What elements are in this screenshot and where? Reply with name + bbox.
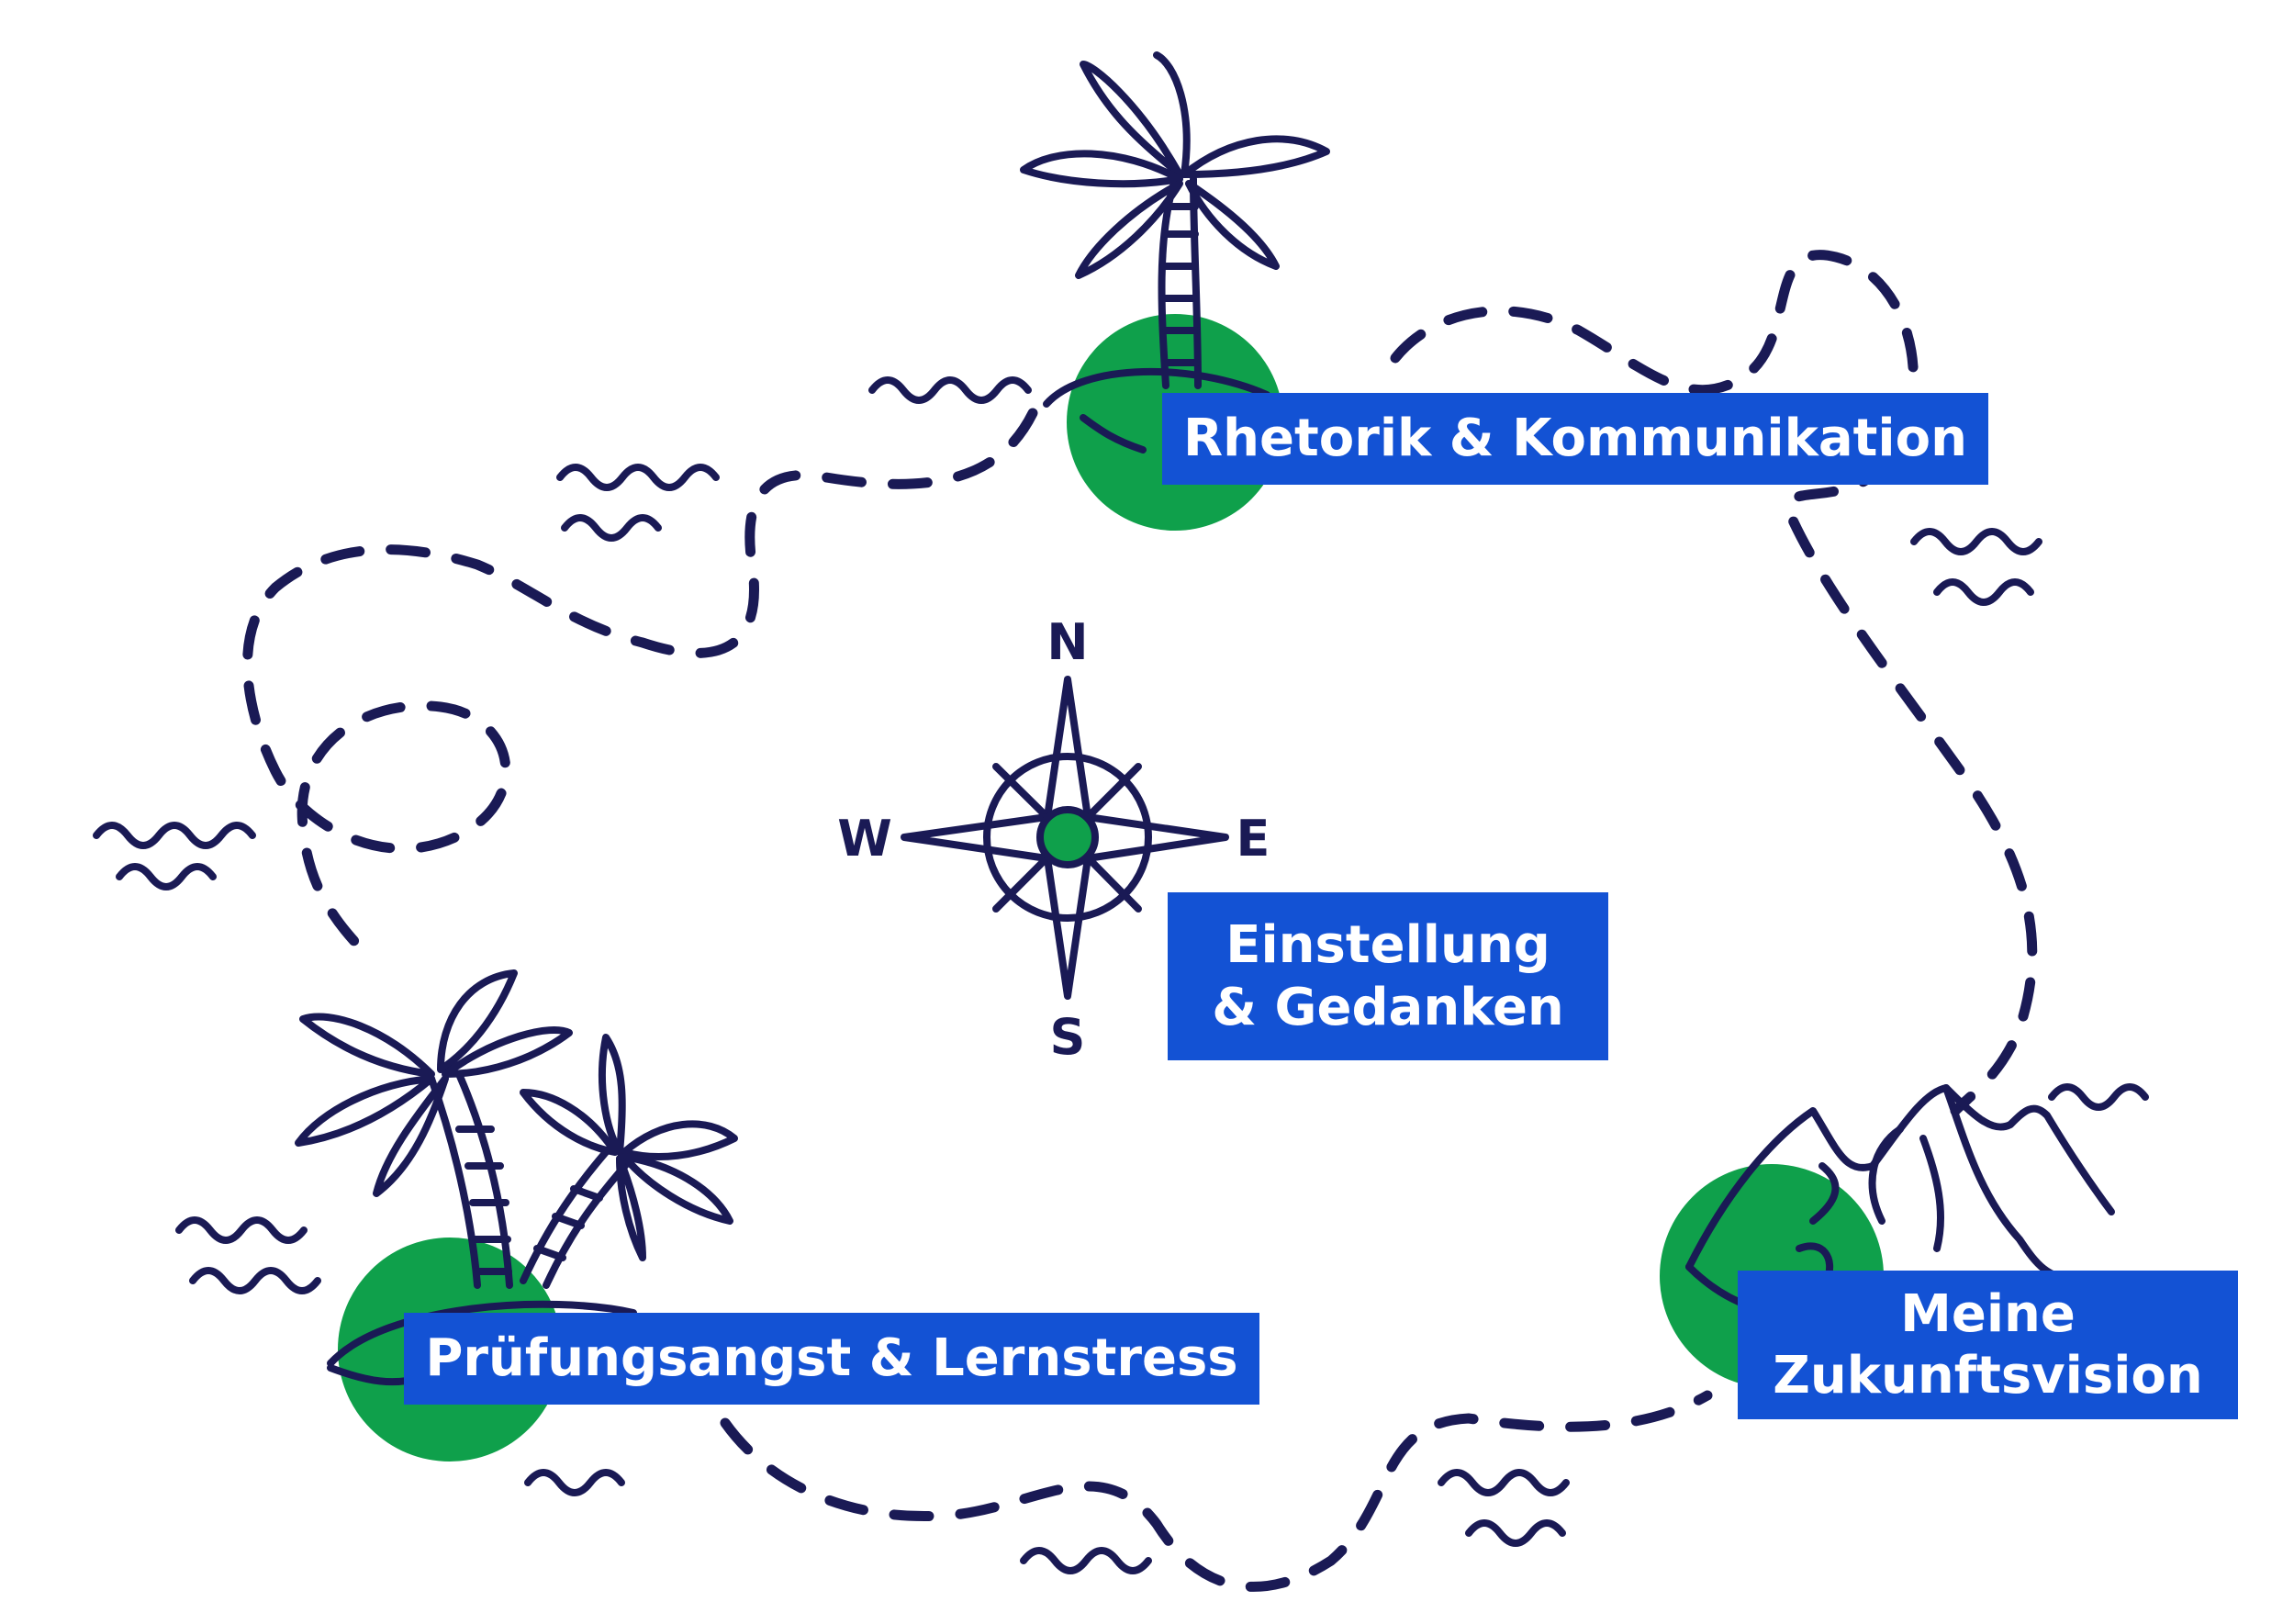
compass-east: E [1237, 810, 1270, 868]
label-rhetorik: Rhetorik & Kommunikation [1162, 393, 1988, 485]
compass-south: S [1050, 1008, 1086, 1066]
compass-west: W [837, 810, 892, 868]
compass-north: N [1046, 613, 1088, 671]
waves [93, 376, 2149, 1574]
compass-center [1036, 806, 1099, 868]
dashed-route [242, 250, 2038, 1592]
label-einstellung: Einstellung & Gedanken [1168, 892, 1608, 1060]
label-pruefung: Prüfungsangst & Lernstress [404, 1313, 1259, 1405]
label-zukunft: Meine Zukunftsvision [1738, 1271, 2238, 1419]
compass-rose-icon: N S W E [837, 613, 1270, 1066]
